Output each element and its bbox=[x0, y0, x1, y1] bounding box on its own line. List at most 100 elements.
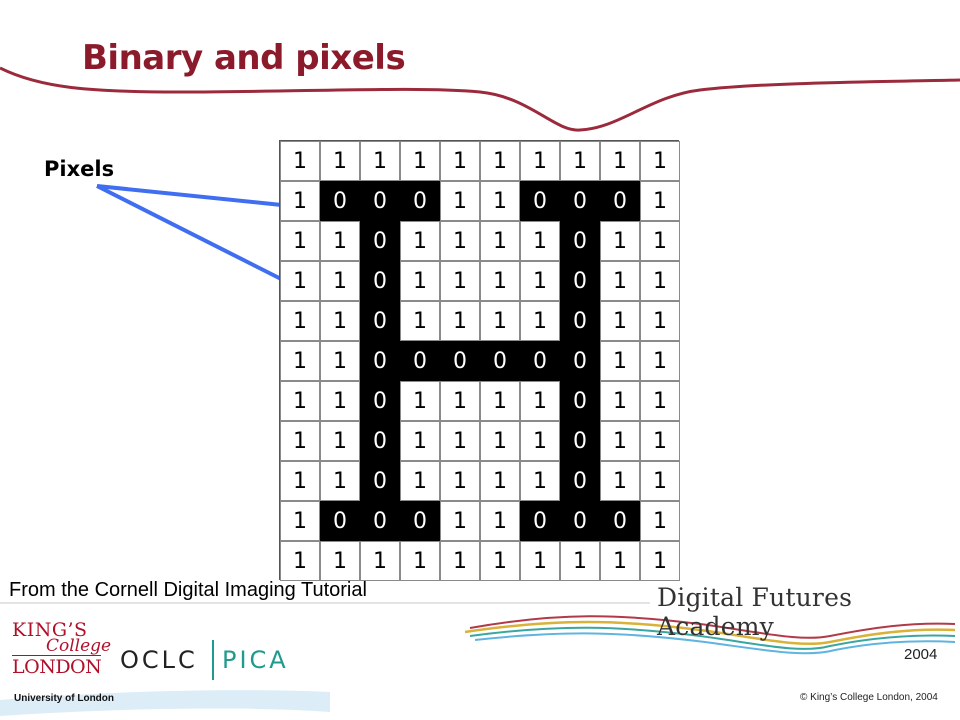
pixel-cell: 1 bbox=[280, 261, 320, 301]
pixel-cell: 0 bbox=[560, 341, 600, 381]
pixel-cell: 0 bbox=[360, 261, 400, 301]
kings-logo-line3: LONDON bbox=[12, 655, 102, 678]
pixel-cell: 0 bbox=[320, 181, 360, 221]
pixel-cell: 1 bbox=[480, 541, 520, 581]
pixel-cell: 1 bbox=[360, 141, 400, 181]
pixel-cell: 1 bbox=[280, 501, 320, 541]
pixel-cell: 1 bbox=[440, 541, 480, 581]
pixel-cell: 1 bbox=[480, 461, 520, 501]
pixel-cell: 1 bbox=[400, 421, 440, 461]
footer-swoosh-teal bbox=[469, 626, 956, 650]
pixel-cell: 1 bbox=[280, 301, 320, 341]
pixel-cell: 1 bbox=[280, 181, 320, 221]
pixel-cell: 0 bbox=[520, 181, 560, 221]
pixel-cell: 0 bbox=[560, 301, 600, 341]
bottom-blue-band bbox=[0, 690, 330, 716]
pixel-cell: 1 bbox=[640, 261, 680, 301]
pixel-cell: 0 bbox=[360, 181, 400, 221]
pixel-cell: 1 bbox=[360, 541, 400, 581]
pixel-cell: 1 bbox=[600, 141, 640, 181]
pixel-cell: 1 bbox=[640, 141, 680, 181]
pixel-cell: 0 bbox=[360, 221, 400, 261]
source-credit: From the Cornell Digital Imaging Tutoria… bbox=[9, 579, 367, 601]
pixel-cell: 1 bbox=[480, 181, 520, 221]
pixel-cell: 1 bbox=[400, 221, 440, 261]
pixel-cell: 0 bbox=[360, 381, 400, 421]
pixel-cell: 1 bbox=[600, 461, 640, 501]
pixel-cell: 1 bbox=[280, 381, 320, 421]
pixel-arrow-2 bbox=[96, 184, 292, 286]
pixel-cell: 1 bbox=[640, 221, 680, 261]
oclc-logo-text: OCLC bbox=[120, 646, 198, 674]
footer-swoosh-blue bbox=[474, 632, 956, 655]
pixel-cell: 1 bbox=[400, 381, 440, 421]
pixel-cell: 1 bbox=[440, 301, 480, 341]
pixel-cell: 0 bbox=[560, 181, 600, 221]
pixel-cell: 1 bbox=[560, 141, 600, 181]
pixel-cell: 1 bbox=[480, 381, 520, 421]
pixel-cell: 1 bbox=[320, 221, 360, 261]
pixel-cell: 1 bbox=[320, 541, 360, 581]
pixel-cell: 1 bbox=[600, 221, 640, 261]
pixel-cell: 1 bbox=[440, 501, 480, 541]
pixel-cell: 1 bbox=[640, 421, 680, 461]
pixel-cell: 1 bbox=[400, 261, 440, 301]
pixel-cell: 1 bbox=[320, 301, 360, 341]
kings-logo-line2: College bbox=[46, 636, 112, 656]
pixel-cell: 0 bbox=[440, 341, 480, 381]
pixel-cell: 1 bbox=[520, 261, 560, 301]
pixels-label: Pixels bbox=[44, 157, 115, 181]
pixel-cell: 1 bbox=[280, 421, 320, 461]
kings-college-logo: KING’S College LONDON bbox=[12, 619, 112, 681]
pixel-cell: 1 bbox=[640, 181, 680, 221]
pixel-cell: 1 bbox=[640, 541, 680, 581]
pixel-cell: 1 bbox=[520, 301, 560, 341]
pixel-cell: 1 bbox=[640, 341, 680, 381]
pixel-cell: 0 bbox=[600, 501, 640, 541]
pixel-cell: 0 bbox=[480, 341, 520, 381]
pixel-cell: 1 bbox=[480, 501, 520, 541]
pixel-cell: 1 bbox=[520, 421, 560, 461]
pixel-cell: 1 bbox=[440, 181, 480, 221]
pixel-cell: 0 bbox=[560, 261, 600, 301]
pixel-cell: 0 bbox=[400, 341, 440, 381]
pixel-cell: 1 bbox=[400, 541, 440, 581]
pixel-cell: 1 bbox=[280, 141, 320, 181]
pixel-cell: 1 bbox=[440, 461, 480, 501]
pixel-cell: 1 bbox=[320, 261, 360, 301]
pixel-cell: 0 bbox=[560, 221, 600, 261]
oclc-pica-separator bbox=[212, 640, 214, 680]
pixel-cell: 0 bbox=[520, 341, 560, 381]
pixel-cell: 1 bbox=[640, 461, 680, 501]
pixel-cell: 1 bbox=[600, 541, 640, 581]
pixel-cell: 1 bbox=[600, 261, 640, 301]
pixel-cell: 0 bbox=[320, 501, 360, 541]
pixel-cell: 1 bbox=[440, 421, 480, 461]
pixel-cell: 1 bbox=[520, 141, 560, 181]
pixel-cell: 0 bbox=[560, 381, 600, 421]
pixel-cell: 1 bbox=[320, 461, 360, 501]
pixel-cell: 0 bbox=[360, 301, 400, 341]
pixel-cell: 0 bbox=[520, 501, 560, 541]
pixel-cell: 1 bbox=[280, 461, 320, 501]
pixel-cell: 0 bbox=[560, 421, 600, 461]
pixel-cell: 0 bbox=[560, 501, 600, 541]
pixel-cell: 0 bbox=[360, 501, 400, 541]
pixel-cell: 0 bbox=[400, 181, 440, 221]
pixel-cell: 1 bbox=[320, 421, 360, 461]
pixel-cell: 1 bbox=[400, 461, 440, 501]
university-label: University of London bbox=[14, 693, 114, 704]
pixel-cell: 1 bbox=[520, 221, 560, 261]
pixel-cell: 0 bbox=[400, 501, 440, 541]
pixel-cell: 1 bbox=[600, 381, 640, 421]
pixel-cell: 1 bbox=[520, 461, 560, 501]
copyright-text: © King’s College London, 2004 bbox=[800, 692, 938, 703]
footer-swoosh-gold bbox=[464, 620, 956, 646]
pixel-cell: 1 bbox=[480, 221, 520, 261]
pixel-cell: 1 bbox=[400, 141, 440, 181]
pixel-cell: 1 bbox=[600, 301, 640, 341]
pixel-cell: 0 bbox=[560, 461, 600, 501]
pixel-cell: 1 bbox=[520, 381, 560, 421]
